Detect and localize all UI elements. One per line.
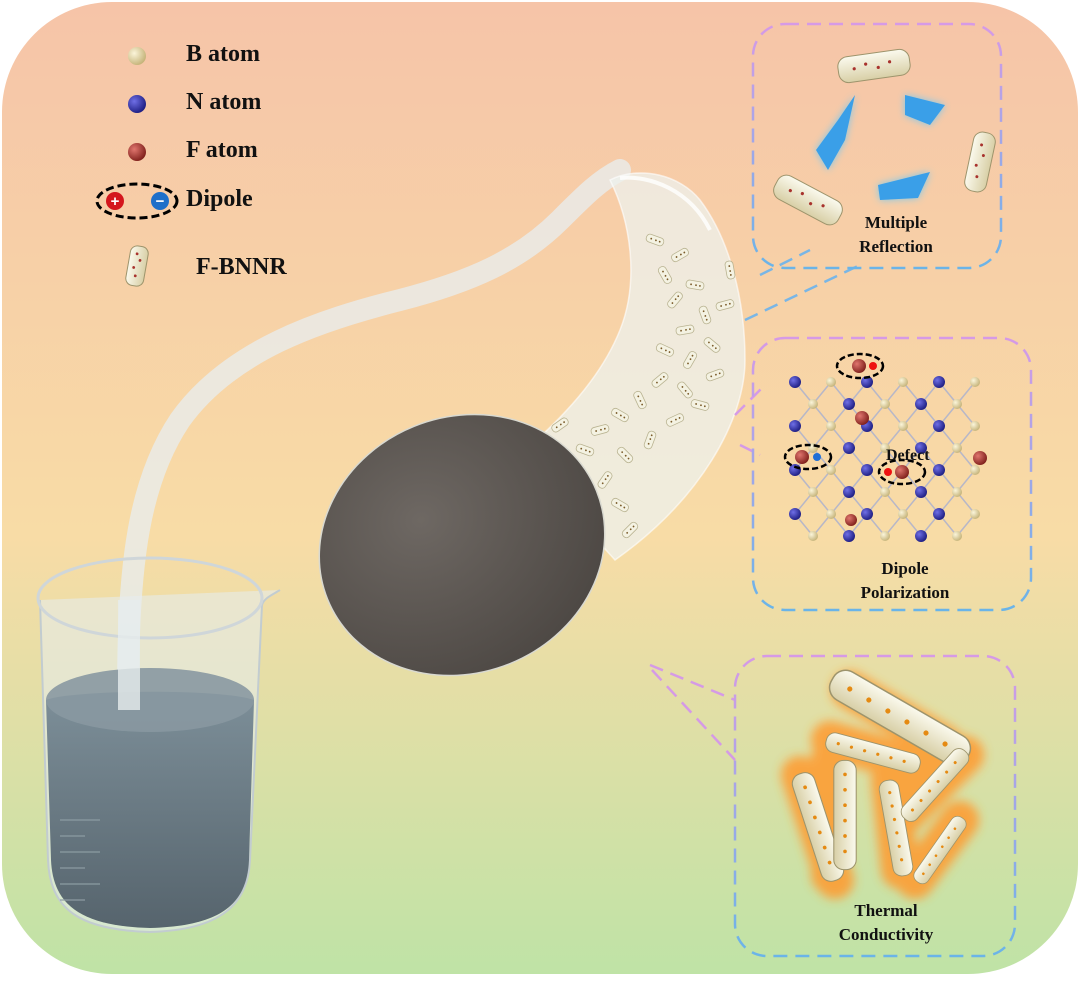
fbnnr-icon — [125, 245, 149, 287]
b-atom — [880, 531, 890, 541]
reflection-label: Multiple Reflection — [836, 211, 956, 259]
legend-fbnnr-label: F-BNNR — [196, 254, 287, 280]
connector-lines — [649, 248, 861, 761]
reflection-line2: Reflection — [859, 237, 933, 256]
b-atom — [898, 377, 908, 387]
f-atom-icon — [128, 143, 146, 161]
fiber-cross-section — [318, 413, 606, 677]
b-atom — [970, 509, 980, 519]
liquid-stream — [117, 159, 631, 701]
legend-f-atom-label: F atom — [186, 137, 258, 163]
svg-text:+: + — [111, 193, 120, 210]
n-atom — [843, 442, 855, 454]
n-atom — [933, 508, 945, 520]
n-atom — [915, 486, 927, 498]
n-atom — [861, 464, 873, 476]
polarization-line2: Polarization — [860, 583, 950, 602]
n-atom — [933, 376, 945, 388]
b-atom-icon — [128, 47, 146, 65]
b-atom — [952, 531, 962, 541]
n-atom — [915, 530, 927, 542]
b-atom — [970, 421, 980, 431]
polarization-label: Dipole Polarization — [840, 557, 970, 605]
b-atom — [952, 487, 962, 497]
thermal-label: Thermal Conductivity — [826, 899, 946, 947]
n-atom — [789, 420, 801, 432]
n-atom — [933, 464, 945, 476]
b-atom — [952, 399, 962, 409]
b-atom — [826, 377, 836, 387]
n-atom — [843, 486, 855, 498]
b-atom — [898, 509, 908, 519]
bn-lattice — [789, 376, 980, 542]
b-atom — [970, 377, 980, 387]
n-atom — [933, 420, 945, 432]
n-atom — [915, 398, 927, 410]
defect-label: Defect — [886, 447, 930, 464]
beaker-liquid — [46, 691, 254, 928]
legend-n-atom-label: N atom — [186, 89, 262, 115]
b-atom — [826, 421, 836, 431]
n-atom — [843, 398, 855, 410]
b-atom — [808, 531, 818, 541]
n-atom — [843, 530, 855, 542]
n-atom — [789, 376, 801, 388]
beaker — [36, 556, 281, 934]
legend-b-atom-label: B atom — [186, 41, 260, 67]
polarization-line1: Dipole — [881, 559, 929, 578]
b-atom — [898, 421, 908, 431]
legend-dipole-label: Dipole — [186, 186, 253, 212]
n-atom — [861, 508, 873, 520]
b-atom — [826, 465, 836, 475]
b-atom — [970, 465, 980, 475]
thermal-line1: Thermal — [854, 901, 918, 920]
n-atom — [789, 508, 801, 520]
legend: + − — [95, 47, 179, 287]
dipole-markers — [783, 352, 987, 526]
b-atom — [826, 509, 836, 519]
reflection-line1: Multiple — [864, 213, 928, 232]
panel-dipole-polarization — [751, 336, 1033, 612]
n-atom — [915, 442, 927, 454]
b-atom — [880, 487, 890, 497]
dipole-icon: + − — [95, 182, 179, 220]
panel-multiple-reflection — [751, 22, 1003, 270]
n-atom-icon — [128, 95, 146, 113]
thermal-line2: Conductivity — [838, 925, 934, 944]
b-atom — [880, 399, 890, 409]
b-atom — [880, 443, 890, 453]
svg-text:−: − — [156, 193, 165, 210]
b-atom — [808, 399, 818, 409]
n-atom — [861, 376, 873, 388]
b-atom — [808, 487, 818, 497]
b-atom — [952, 443, 962, 453]
panel-thermal-conductivity — [733, 654, 1017, 958]
